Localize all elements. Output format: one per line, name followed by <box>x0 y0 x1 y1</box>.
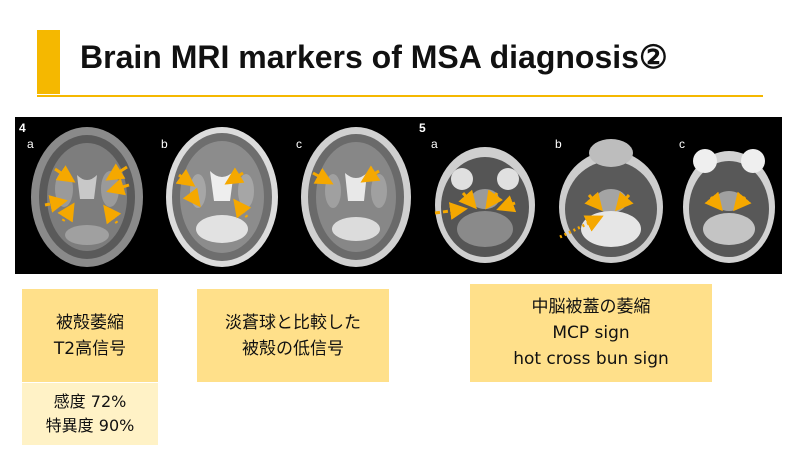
yellow-arrow <box>496 195 517 213</box>
mri-figure-strip: 4 a b c 5 a b c <box>15 117 782 274</box>
yellow-arrow <box>360 165 381 183</box>
pons-signs-note: 中脳被蓋の萎縮 MCP sign hot cross bun sign <box>470 284 712 382</box>
note-line: T2高信号 <box>53 338 127 359</box>
title-accent-bar <box>37 30 60 94</box>
title-underline <box>37 95 763 97</box>
yellow-arrow <box>584 191 603 212</box>
note-line: 被殻の低信号 <box>242 338 344 359</box>
note-line: 中脳被蓋の萎縮 <box>531 297 651 317</box>
note-line: hot cross bun sign <box>513 349 669 369</box>
yellow-arrow <box>44 195 68 213</box>
fig4-panel-b-letter: b <box>161 137 168 151</box>
yellow-arrow <box>434 202 468 220</box>
yellow-arrow <box>54 165 76 183</box>
yellow-arrow <box>485 189 504 210</box>
yellow-arrow <box>233 198 252 219</box>
yellow-arrow <box>312 167 334 185</box>
yellow-arrow <box>615 191 634 212</box>
putamen-stats-note: 感度 72% 特異度 90% <box>22 383 158 445</box>
fig5-panel-c <box>675 117 782 274</box>
yellow-arrow <box>57 202 75 223</box>
specificity-text: 特異度 90% <box>45 416 135 435</box>
mri-brainstem-image <box>683 149 775 263</box>
yellow-arrow <box>103 204 122 225</box>
fig4-panel-c <box>292 117 420 274</box>
fig5-panel-a <box>424 117 546 274</box>
mri-brainstem-image <box>559 139 663 263</box>
yellow-arrow <box>175 168 196 187</box>
note-line: 被殻萎縮 <box>56 312 124 333</box>
yellow-arrow <box>105 163 128 181</box>
mri-axial-image <box>301 127 411 267</box>
yellow-arrow <box>704 191 723 212</box>
fig4-panel-c-letter: c <box>296 137 302 151</box>
fig5-number: 5 <box>419 121 426 135</box>
fig5-panel-b <box>550 117 672 274</box>
yellow-arrow <box>224 167 245 185</box>
slide-title: Brain MRI markers of MSA diagnosis② <box>80 39 668 75</box>
yellow-arrow <box>106 178 130 196</box>
yellow-arrow <box>733 191 752 212</box>
mri-brainstem-image <box>435 147 535 263</box>
yellow-arrow <box>458 189 477 210</box>
putamen-atrophy-note: 被殻萎縮 T2高信号 <box>22 289 158 382</box>
fig4-number: 4 <box>19 121 26 135</box>
arrow-overlay <box>44 163 752 239</box>
note-line: 淡蒼球と比較した <box>225 312 361 333</box>
yellow-arrow <box>182 187 201 208</box>
fig5-panel-a-letter: a <box>431 137 438 151</box>
yellow-arrow <box>559 215 604 239</box>
fig4-panel-a-letter: a <box>27 137 34 151</box>
fig5-panel-b-letter: b <box>555 137 562 151</box>
note-line: MCP sign <box>552 323 630 343</box>
sensitivity-text: 感度 72% <box>53 392 127 411</box>
fig5-panel-c-letter: c <box>679 137 685 151</box>
putamen-hypointensity-note: 淡蒼球と比較した 被殻の低信号 <box>197 289 389 382</box>
